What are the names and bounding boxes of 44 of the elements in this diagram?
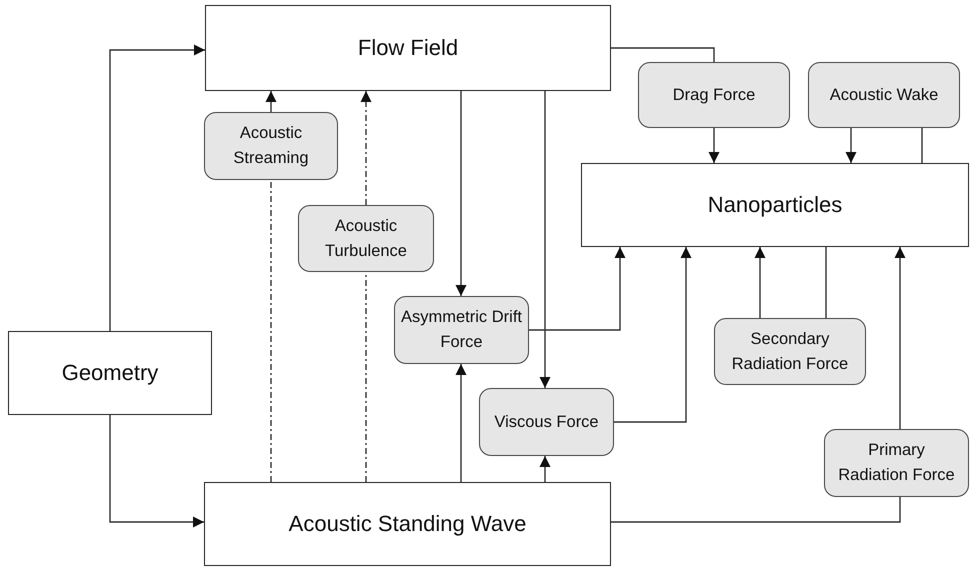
arrow — [614, 247, 692, 423]
node-label: Acoustic Turbulence — [324, 216, 408, 262]
rounded-box — [298, 205, 434, 272]
arrow — [109, 44, 205, 331]
node-label: Acoustic Standing Wave — [288, 511, 526, 537]
node-label: Viscous Force — [494, 412, 599, 433]
node-label: Asymmetric Drift Force — [401, 307, 522, 353]
rounded-box — [204, 112, 338, 180]
connector-line — [611, 497, 901, 523]
node-label: Flow Field — [358, 35, 458, 61]
connector-line — [365, 272, 367, 482]
arrow — [754, 247, 766, 318]
node-label: Primary Radiation Force — [837, 440, 956, 486]
arrow — [708, 128, 720, 163]
arrow — [456, 91, 466, 296]
rounded-box — [808, 62, 960, 128]
rounded-box — [714, 318, 866, 385]
rounded-box — [394, 296, 529, 364]
arrow — [540, 91, 550, 388]
arrow — [540, 456, 550, 482]
arrow — [360, 91, 372, 205]
process-box — [581, 163, 969, 247]
node-label: Secondary Radiation Force — [730, 328, 850, 374]
node-label: Drag Force — [672, 84, 756, 106]
process-box — [205, 5, 611, 91]
arrow — [456, 364, 466, 482]
process-box — [204, 482, 611, 566]
process-box — [8, 331, 212, 415]
arrow — [529, 247, 626, 331]
arrow — [266, 91, 276, 112]
node-label: Nanoparticles — [708, 192, 842, 218]
node-label: Acoustic Streaming — [232, 123, 310, 169]
rounded-box — [479, 388, 614, 456]
connector-line — [270, 180, 272, 482]
connector-line — [921, 128, 923, 163]
rounded-box — [824, 429, 969, 497]
node-label: Acoustic Wake — [830, 84, 938, 106]
arrow — [846, 128, 856, 163]
connector-line — [611, 47, 715, 62]
rounded-box — [638, 62, 790, 128]
node-label: Geometry — [62, 360, 158, 386]
connector-line — [825, 247, 827, 318]
arrow — [109, 415, 204, 528]
arrow — [894, 247, 906, 429]
